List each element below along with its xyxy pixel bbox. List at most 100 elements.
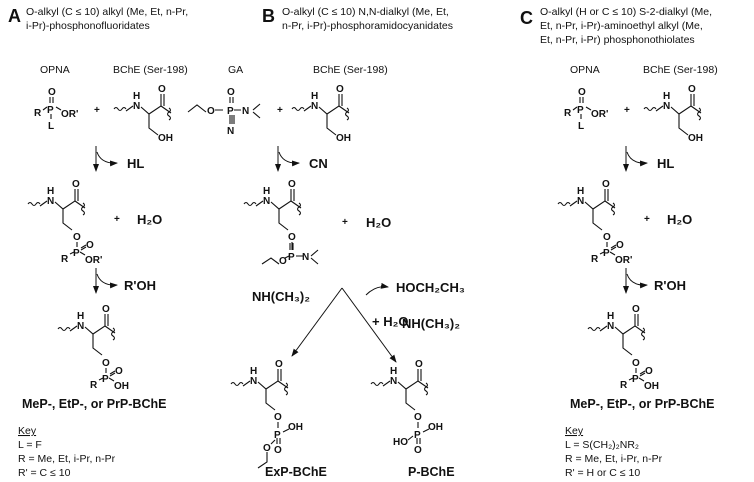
right-leaving-group-amine: NH(CH₃)₂ bbox=[402, 316, 460, 331]
panel-b: B O-alkyl (C ≤ 10) N,N-dialkyl (Me, Et, … bbox=[187, 6, 465, 479]
plus-sign: + bbox=[114, 214, 120, 225]
svg-text:O: O bbox=[414, 445, 422, 456]
svg-text:P: P bbox=[47, 105, 54, 116]
key-title: Key bbox=[18, 425, 37, 437]
svg-text:O: O bbox=[274, 412, 282, 423]
svg-text:N: N bbox=[302, 252, 309, 263]
panel-b-desc-1: O-alkyl (C ≤ 10) N,N-dialkyl (Me, Et, bbox=[282, 6, 449, 18]
svg-text:HO: HO bbox=[393, 437, 408, 448]
svg-text:O: O bbox=[603, 232, 611, 243]
phosphorylated-serine: O P O N bbox=[243, 178, 319, 267]
svg-text:P: P bbox=[603, 248, 610, 259]
panel-c-desc-3: Et, n-Pr, i-Pr) phosphonothiolates bbox=[540, 34, 695, 46]
product-name-c: MeP-, EtP-, or PrP-BChE bbox=[570, 397, 714, 411]
product-exp-bche: ExP-BChE bbox=[265, 465, 327, 479]
svg-text:OH: OH bbox=[644, 381, 659, 392]
phosphonylated-serine: O P O R OR' bbox=[27, 178, 102, 266]
svg-text:O: O bbox=[274, 445, 282, 456]
plus-sign: + bbox=[624, 105, 630, 116]
svg-text:O: O bbox=[632, 358, 640, 369]
svg-text:O: O bbox=[616, 240, 624, 251]
svg-text:N: N bbox=[227, 126, 234, 137]
panel-letter-c: C bbox=[520, 8, 533, 28]
svg-text:L: L bbox=[48, 121, 54, 132]
product-p-bche: P-BChE bbox=[408, 465, 455, 479]
plus-sign: + bbox=[342, 217, 348, 228]
panel-c-desc-2: Et, n-Pr, i-Pr)-aminoethyl alkyl (Me, bbox=[540, 20, 703, 32]
leaving-group-hl: HL bbox=[657, 156, 674, 171]
tabun-structure: O O P N N bbox=[187, 87, 261, 137]
svg-text:P: P bbox=[274, 430, 281, 441]
opna-structure: O P R OR' L bbox=[34, 87, 78, 132]
svg-text:OH: OH bbox=[158, 133, 173, 144]
plus-sign: + bbox=[94, 105, 100, 116]
svg-text:P: P bbox=[102, 374, 109, 385]
svg-text:P: P bbox=[288, 252, 295, 263]
svg-text:P: P bbox=[632, 374, 639, 385]
phosphonylated-serine: O P O R OR' bbox=[557, 178, 632, 266]
water: H₂O bbox=[667, 212, 692, 227]
ga-label: GA bbox=[228, 64, 243, 76]
bche-label: BChE (Ser-198) bbox=[643, 64, 718, 76]
svg-text:OH: OH bbox=[428, 422, 443, 433]
water: H₂O bbox=[137, 212, 162, 227]
panel-a-desc-1: O-alkyl (C ≤ 10) alkyl (Me, Et, n-Pr, bbox=[26, 6, 188, 18]
svg-text:O: O bbox=[102, 358, 110, 369]
svg-text:O: O bbox=[263, 443, 271, 454]
svg-text:O: O bbox=[414, 412, 422, 423]
serine-structure: OH bbox=[643, 83, 703, 144]
svg-text:R: R bbox=[61, 254, 69, 265]
plus-sign: + bbox=[644, 214, 650, 225]
svg-text:P: P bbox=[227, 106, 234, 117]
panel-letter-a: A bbox=[8, 6, 21, 26]
aged-serine: O P O R OH bbox=[57, 303, 129, 392]
svg-text:P: P bbox=[577, 105, 584, 116]
panel-c: C O-alkyl (H or C ≤ 10) S-2-dialkyl (Me,… bbox=[520, 6, 718, 479]
svg-text:O: O bbox=[73, 232, 81, 243]
key-title: Key bbox=[565, 425, 584, 437]
key-line: R' = H or C ≤ 10 bbox=[565, 467, 640, 479]
key-line: L = S(CH₂)₂NR₂ bbox=[565, 439, 639, 451]
svg-text:P: P bbox=[414, 430, 421, 441]
svg-text:OH: OH bbox=[688, 133, 703, 144]
p-bche-structure: O P OH O HO bbox=[370, 358, 443, 456]
svg-text:R: R bbox=[620, 380, 628, 391]
svg-text:OH: OH bbox=[114, 381, 129, 392]
panel-letter-b: B bbox=[262, 6, 275, 26]
panel-a-desc-2: i-Pr)-phosphonofluoridates bbox=[26, 20, 150, 32]
svg-text:P: P bbox=[73, 248, 80, 259]
key-line: R = Me, Et, i-Pr, n-Pr bbox=[18, 453, 116, 465]
svg-text:R: R bbox=[591, 254, 599, 265]
leaving-group-hl: HL bbox=[127, 156, 144, 171]
opna-structure: O P R OR' L bbox=[564, 87, 608, 132]
svg-text:OR': OR' bbox=[85, 255, 102, 266]
svg-text:OR': OR' bbox=[615, 255, 632, 266]
serine-structure: OH bbox=[291, 83, 351, 144]
opna-label: OPNA bbox=[570, 64, 600, 76]
svg-text:OR': OR' bbox=[591, 109, 608, 120]
aged-serine: O P O R OH bbox=[587, 303, 659, 392]
key-line: R' = C ≤ 10 bbox=[18, 467, 71, 479]
svg-text:O: O bbox=[48, 87, 56, 98]
key-line: L = F bbox=[18, 439, 42, 451]
svg-text:OH: OH bbox=[336, 133, 351, 144]
svg-text:L: L bbox=[578, 121, 584, 132]
svg-text:N: N bbox=[242, 106, 249, 117]
bche-label: BChE (Ser-198) bbox=[113, 64, 188, 76]
svg-text:OH: OH bbox=[288, 422, 303, 433]
water: H₂O bbox=[366, 215, 391, 230]
svg-text:O: O bbox=[279, 256, 287, 267]
svg-text:O: O bbox=[645, 366, 653, 377]
svg-text:R: R bbox=[90, 380, 98, 391]
panel-a: A O-alkyl (C ≤ 10) alkyl (Me, Et, n-Pr, … bbox=[8, 6, 188, 479]
bche-label: BChE (Ser-198) bbox=[313, 64, 388, 76]
svg-text:O: O bbox=[86, 240, 94, 251]
svg-text:O: O bbox=[227, 87, 235, 98]
svg-text:O: O bbox=[207, 106, 215, 117]
svg-text:O: O bbox=[115, 366, 123, 377]
left-leaving-group: NH(CH₃)₂ bbox=[252, 289, 310, 304]
product-name-a: MeP-, EtP-, or PrP-BChE bbox=[22, 397, 166, 411]
svg-text:R: R bbox=[34, 108, 42, 119]
